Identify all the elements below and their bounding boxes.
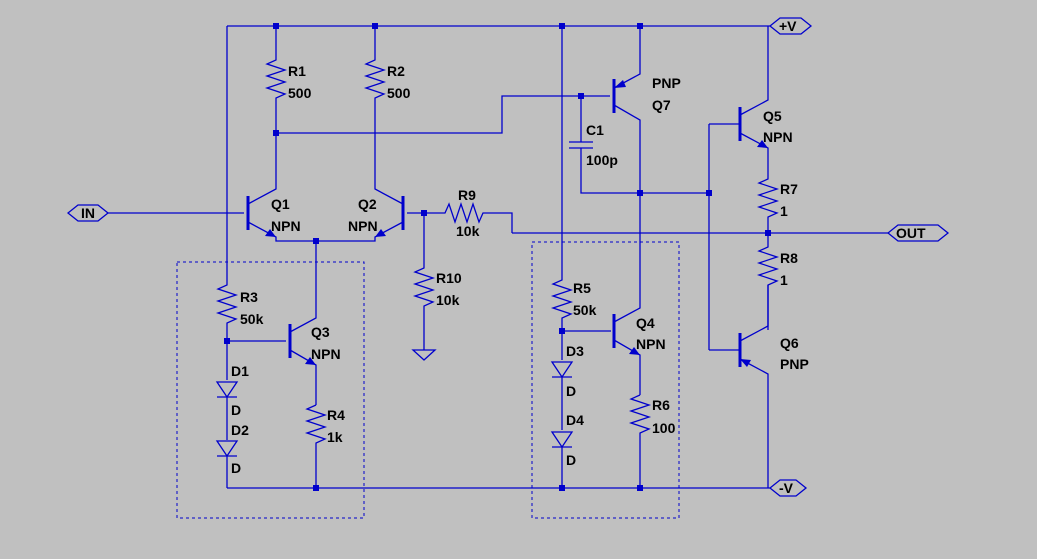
q7-type: PNP <box>652 75 681 91</box>
q7-name: Q7 <box>652 97 671 113</box>
wire-r1-to-q7-base <box>276 95 610 134</box>
net-vpos-text: +V <box>779 18 797 34</box>
r5-value: 50k <box>573 302 597 318</box>
resistor-r9[interactable]: R9 10k <box>424 187 513 239</box>
capacitor-c1[interactable]: C1 100p <box>569 96 709 194</box>
resistor-r4[interactable]: R4 1k <box>304 404 345 488</box>
r3-value: 50k <box>240 311 264 327</box>
r4-value: 1k <box>327 429 343 445</box>
transistor-q4[interactable]: Q4 NPN <box>612 193 666 395</box>
r9-name: R9 <box>458 187 476 203</box>
current-source-frame-left <box>176 261 365 519</box>
resistor-r2[interactable]: R2 500 <box>363 26 411 183</box>
resistor-r8[interactable]: R8 1 <box>756 233 798 330</box>
current-source-frame-right <box>531 241 680 519</box>
transistor-q1[interactable]: Q1 NPN <box>108 133 316 242</box>
resistor-r7[interactable]: R7 1 <box>756 175 798 233</box>
d1-value: D <box>231 402 241 418</box>
r7-value: 1 <box>780 203 788 219</box>
junction-dots <box>224 23 771 491</box>
resistor-r6[interactable]: R6 100 <box>628 394 676 488</box>
transistor-q6[interactable]: Q6 PNP <box>709 285 809 488</box>
q4-type: NPN <box>636 336 666 352</box>
r10-value: 10k <box>436 292 460 308</box>
q5-name: Q5 <box>763 108 782 124</box>
q6-name: Q6 <box>780 335 799 351</box>
resistor-r10[interactable]: R10 10k <box>412 213 462 350</box>
diode-d1[interactable]: D1 D <box>215 363 249 440</box>
transistor-q2[interactable]: Q2 NPN <box>316 183 424 242</box>
r7-name: R7 <box>780 181 798 197</box>
r10-name: R10 <box>436 270 462 286</box>
r8-value: 1 <box>780 272 788 288</box>
net-out-text: OUT <box>896 225 926 241</box>
d2-name: D2 <box>231 422 249 438</box>
r1-value: 500 <box>288 85 312 101</box>
c1-name: C1 <box>586 122 604 138</box>
r1-name: R1 <box>288 63 306 79</box>
diode-d2[interactable]: D2 D <box>215 422 249 488</box>
r3-name: R3 <box>240 289 258 305</box>
diode-d3[interactable]: D3 D <box>550 343 584 430</box>
r6-name: R6 <box>652 397 670 413</box>
q6-type: PNP <box>780 356 809 372</box>
net-label-out[interactable]: OUT <box>886 224 950 242</box>
d3-value: D <box>566 383 576 399</box>
d4-value: D <box>566 452 576 468</box>
r8-name: R8 <box>780 250 798 266</box>
r2-value: 500 <box>387 85 411 101</box>
transistor-q7[interactable]: PNP Q7 <box>612 26 681 193</box>
q1-type: NPN <box>271 218 301 234</box>
ground-symbol <box>411 349 437 361</box>
c1-value: 100p <box>586 152 618 168</box>
q5-type: NPN <box>763 129 793 145</box>
r4-name: R4 <box>327 407 345 423</box>
transistor-q5[interactable]: Q5 NPN <box>709 26 793 175</box>
q4-name: Q4 <box>636 315 655 331</box>
d4-name: D4 <box>566 412 584 428</box>
q1-name: Q1 <box>271 196 290 212</box>
net-in-text: IN <box>81 205 95 221</box>
resistor-r3[interactable]: R3 50k <box>215 26 264 380</box>
q2-name: Q2 <box>358 196 377 212</box>
d3-name: D3 <box>566 343 584 359</box>
r6-value: 100 <box>652 420 676 436</box>
r9-value: 10k <box>456 223 480 239</box>
q2-type: NPN <box>348 218 378 234</box>
transistor-q3[interactable]: Q3 NPN <box>288 241 341 405</box>
diode-d4[interactable]: D4 D <box>550 412 584 488</box>
resistor-r5[interactable]: R5 50k <box>550 26 597 360</box>
net-label-vpos[interactable]: +V <box>768 17 813 35</box>
d2-value: D <box>231 460 241 476</box>
net-label-vneg[interactable]: -V <box>768 479 808 497</box>
d1-name: D1 <box>231 363 249 379</box>
r5-name: R5 <box>573 280 591 296</box>
q3-type: NPN <box>311 346 341 362</box>
net-label-in[interactable]: IN <box>66 204 110 222</box>
r2-name: R2 <box>387 63 405 79</box>
resistor-r1[interactable]: R1 500 <box>264 26 312 133</box>
q3-name: Q3 <box>311 324 330 340</box>
net-vneg-text: -V <box>779 480 794 496</box>
